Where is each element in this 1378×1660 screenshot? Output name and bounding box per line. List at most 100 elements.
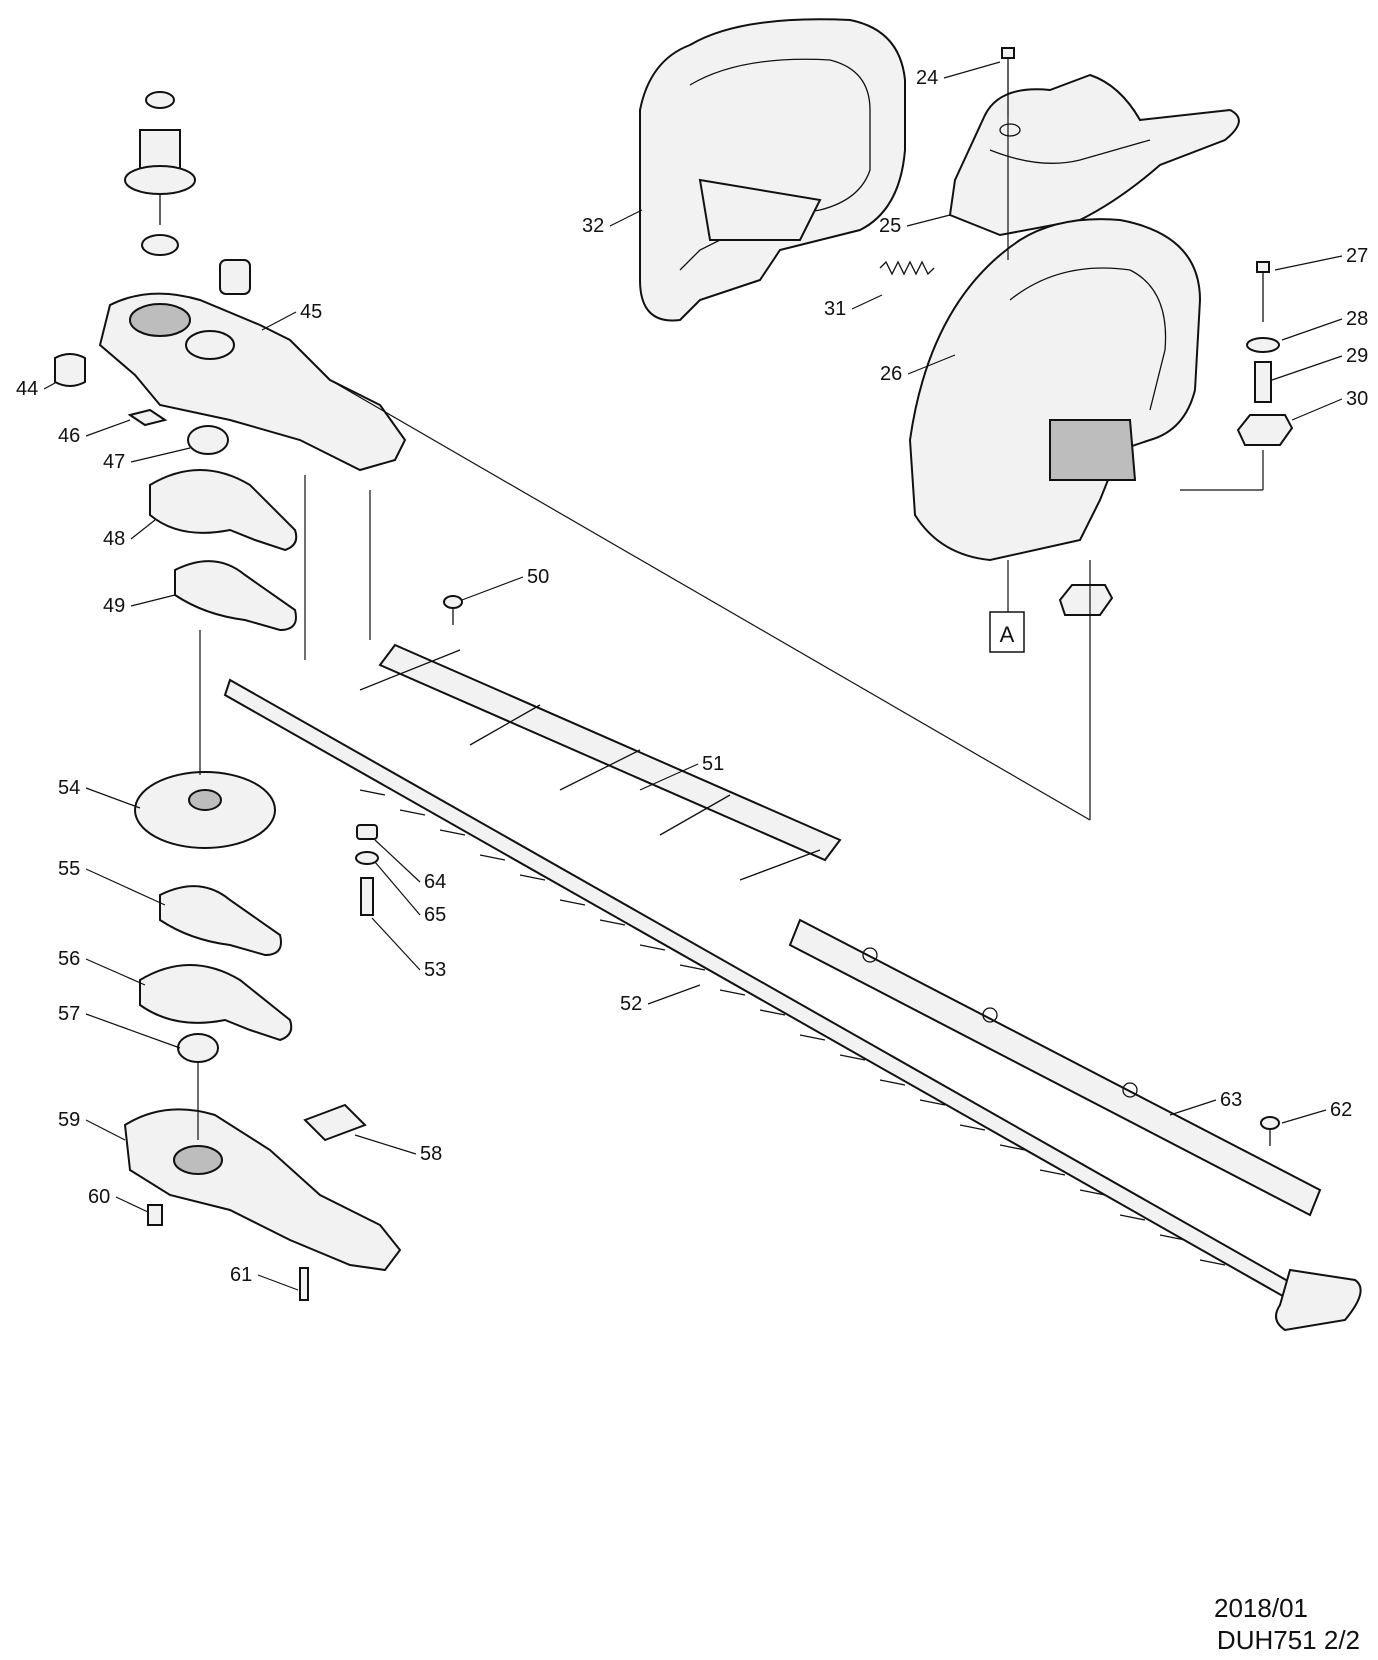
callout-49: 49	[103, 595, 125, 617]
callout-56: 56	[58, 948, 80, 970]
reference-marker-label: A	[1000, 622, 1015, 647]
callout-62: 62	[1330, 1099, 1352, 1121]
leader-line-52	[647, 984, 701, 1005]
leader-line-49	[130, 594, 176, 607]
bolt-part-53	[360, 877, 374, 916]
nut-part-64	[356, 824, 378, 840]
leader-line-26	[907, 354, 956, 375]
leader-line-29	[1271, 355, 1343, 381]
sleeve-part-29	[1254, 361, 1272, 403]
leader-line-55	[85, 868, 166, 906]
rubber-bushing	[219, 259, 251, 295]
callout-65: 65	[424, 904, 446, 926]
bearing-part-57	[177, 1033, 219, 1063]
plate-part-56	[139, 964, 293, 1042]
callout-64: 64	[424, 871, 446, 893]
screw-part-27	[1256, 261, 1270, 322]
callout-44: 44	[16, 378, 38, 400]
leader-line-44	[43, 382, 56, 390]
callout-45: 45	[300, 301, 322, 323]
leader-line-27	[1274, 255, 1343, 271]
leader-line-47	[130, 447, 191, 463]
leader-line-32	[609, 209, 643, 227]
armature-assembly	[124, 91, 196, 256]
screw-part-62	[1260, 1116, 1280, 1146]
washer-part-28	[1246, 337, 1280, 353]
bearing-part-47	[187, 425, 229, 455]
callout-46: 46	[58, 425, 80, 447]
cushion-part-44	[54, 353, 86, 387]
leader-line-46	[85, 419, 131, 437]
plate-part-46	[127, 408, 168, 427]
leader-line-53	[371, 917, 421, 971]
spacer-part-58	[303, 1103, 367, 1142]
leader-line-45	[261, 311, 297, 331]
leader-line-25	[906, 214, 951, 227]
callout-58: 58	[420, 1143, 442, 1165]
callout-47: 47	[103, 451, 125, 473]
callout-28: 28	[1346, 308, 1368, 330]
callout-53: 53	[424, 959, 446, 981]
callout-50: 50	[527, 566, 549, 588]
leader-line-58	[354, 1134, 417, 1155]
leader-line-31	[851, 294, 883, 310]
plate-part-48	[149, 469, 298, 552]
leader-line-61	[257, 1274, 299, 1291]
callout-57: 57	[58, 1003, 80, 1025]
callout-29: 29	[1346, 345, 1368, 367]
callout-55: 55	[58, 858, 80, 880]
leader-line-54	[85, 787, 141, 809]
callout-63: 63	[1220, 1089, 1242, 1111]
callout-51: 51	[702, 753, 724, 775]
footer-date: 2018/01	[1214, 1593, 1308, 1623]
callout-27: 27	[1346, 245, 1368, 267]
blade-part-52	[223, 678, 1362, 1332]
ring-part-55	[159, 885, 282, 957]
callout-48: 48	[103, 528, 125, 550]
rear-handle-part-26	[908, 218, 1202, 562]
screw-part-24	[1001, 47, 1015, 115]
leader-line-28	[1281, 318, 1343, 341]
callout-52: 52	[620, 993, 642, 1015]
leader-line-63	[1169, 1099, 1217, 1116]
washer-part-65	[355, 851, 379, 865]
nut-part-30	[1236, 414, 1294, 446]
leader-line-59	[85, 1119, 126, 1141]
ring-part-49	[174, 560, 297, 632]
callout-54: 54	[58, 777, 80, 799]
leader-line-64	[374, 839, 421, 883]
leader-line-30	[1291, 398, 1343, 421]
leader-line-48	[130, 519, 156, 540]
assembly-lines	[197, 115, 1264, 1140]
gear-housing-part-45	[98, 292, 407, 472]
crank-gear-part-54	[134, 771, 276, 849]
leader-line-24	[943, 61, 1001, 79]
callout-30: 30	[1346, 388, 1368, 410]
screw-part-50	[443, 595, 463, 625]
leader-line-60	[115, 1196, 149, 1213]
callout-60: 60	[88, 1186, 110, 1208]
leader-line-50	[461, 576, 524, 601]
blade-guide-part-51	[359, 643, 842, 881]
callout-26: 26	[880, 363, 902, 385]
gear-housing-cover-part-59	[123, 1108, 402, 1272]
callout-59: 59	[58, 1109, 80, 1131]
callout-labels: 2425262728293031324445464748495051525354…	[16, 61, 1368, 1291]
callout-31: 31	[824, 298, 846, 320]
screw-part-60	[147, 1204, 163, 1226]
leader-line-56	[85, 958, 146, 986]
callout-32: 32	[582, 215, 604, 237]
handle-cover-part-25	[948, 73, 1240, 237]
nut-part-a	[1058, 584, 1114, 616]
reference-marker-a: A	[989, 611, 1025, 653]
leader-line-62	[1281, 1109, 1327, 1124]
leader-line-65	[374, 861, 421, 916]
leader-line-57	[85, 1013, 181, 1049]
front-handle-part-32	[639, 18, 906, 322]
blade-cover-part-63	[788, 918, 1322, 1217]
footer-model: DUH751 2/2	[1216, 1625, 1360, 1655]
spring-part-31	[879, 260, 935, 276]
screw-part-61	[299, 1267, 309, 1301]
callout-25: 25	[879, 215, 901, 237]
